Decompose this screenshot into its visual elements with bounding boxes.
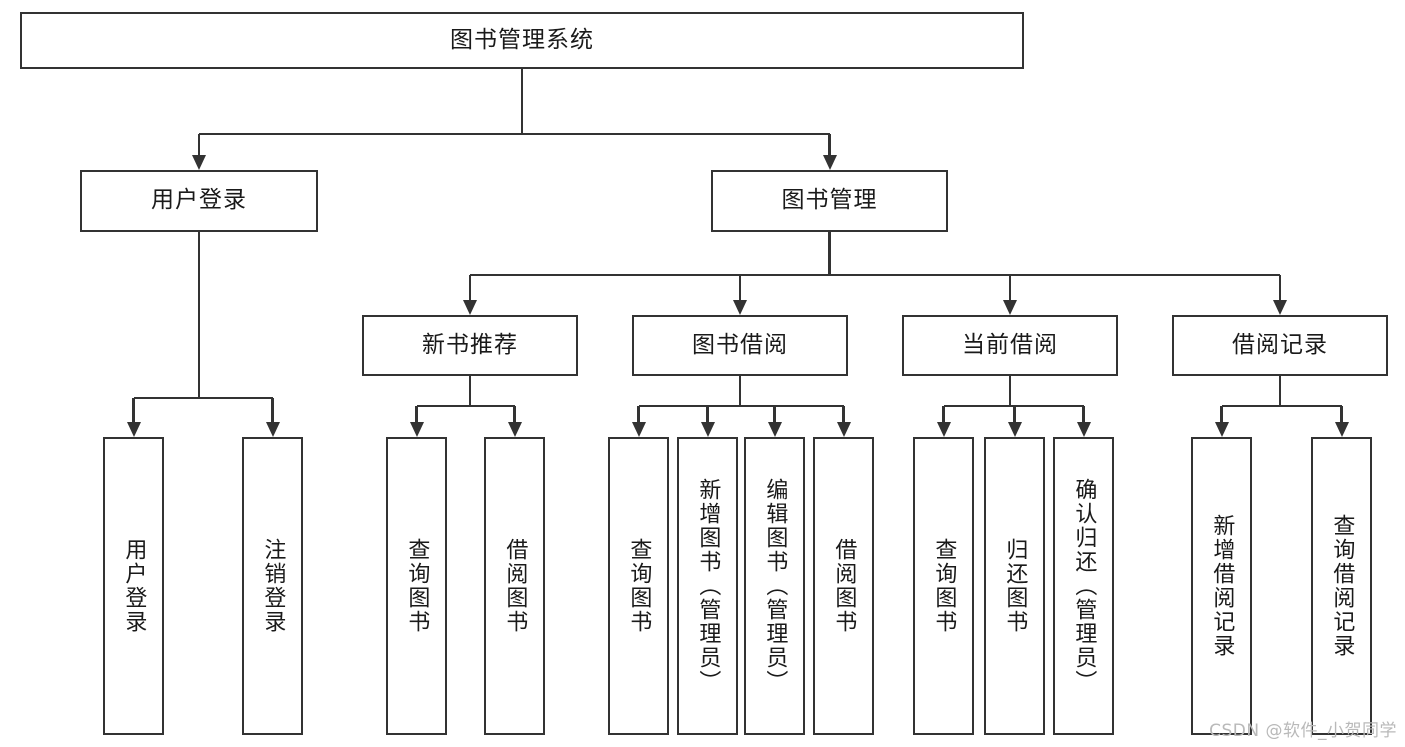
arrowhead-icon xyxy=(700,421,715,437)
branch-node-book-manage[interactable]: 图书管理 xyxy=(711,170,948,232)
connector-vertical xyxy=(1082,406,1085,423)
node-label: 查询图书 xyxy=(404,538,430,634)
leaf-node-leaf-bb-borrow-book[interactable]: 借阅图书 xyxy=(813,437,874,735)
leaf-node-leaf-br-query-record[interactable]: 查询借阅记录 xyxy=(1311,437,1372,735)
node-label: 图书管理系统 xyxy=(450,26,594,53)
connector-vertical xyxy=(1340,406,1343,423)
connector-vertical xyxy=(773,406,776,423)
connector-vertical xyxy=(1278,275,1282,301)
branch-node-user-login[interactable]: 用户登录 xyxy=(80,170,318,232)
arrowhead-icon xyxy=(265,421,280,437)
arrowhead-icon xyxy=(409,421,424,437)
connector-horizontal xyxy=(199,132,830,136)
connector-horizontal xyxy=(133,396,273,400)
node-label: 归还图书 xyxy=(1002,538,1028,634)
arrowhead-icon xyxy=(1214,421,1229,437)
leaf-node-leaf-rec-query-book[interactable]: 查询图书 xyxy=(386,437,447,735)
leaf-node-leaf-bb-add-book[interactable]: 新增图书（管理员） xyxy=(677,437,738,735)
node-label: 当前借阅 xyxy=(962,331,1058,358)
node-label: 查询图书 xyxy=(626,538,652,634)
connector-vertical xyxy=(468,376,472,406)
connector-vertical xyxy=(520,69,524,134)
connector-horizontal xyxy=(638,404,844,408)
connector-horizontal xyxy=(1221,404,1342,408)
leaf-node-leaf-user-logout[interactable]: 注销登录 xyxy=(242,437,303,735)
node-label: 编辑图书（管理员） xyxy=(762,478,788,694)
connector-vertical xyxy=(738,275,742,301)
node-label: 查询图书 xyxy=(931,538,957,634)
connector-vertical xyxy=(468,275,472,301)
leaf-node-leaf-user-login[interactable]: 用户登录 xyxy=(103,437,164,735)
branch-node-borrow-record[interactable]: 借阅记录 xyxy=(1172,315,1388,376)
connector-vertical xyxy=(942,406,945,423)
connector-vertical xyxy=(738,376,742,406)
root-node-root[interactable]: 图书管理系统 xyxy=(20,12,1024,69)
branch-node-book-borrow[interactable]: 图书借阅 xyxy=(632,315,848,376)
node-label: 用户登录 xyxy=(121,538,147,634)
node-label: 图书借阅 xyxy=(692,331,788,358)
leaf-node-leaf-rec-borrow-book[interactable]: 借阅图书 xyxy=(484,437,545,735)
node-label: 借阅图书 xyxy=(831,538,857,634)
connector-vertical xyxy=(1013,406,1016,423)
arrowhead-icon xyxy=(822,154,837,170)
connector-vertical xyxy=(637,406,640,423)
arrowhead-icon xyxy=(192,154,206,170)
connector-vertical xyxy=(1008,376,1012,406)
leaf-node-leaf-cb-query-book[interactable]: 查询图书 xyxy=(913,437,974,735)
arrowhead-icon xyxy=(631,421,646,437)
node-label: 新增图书（管理员） xyxy=(695,478,721,694)
node-label: 查询借阅记录 xyxy=(1329,514,1355,658)
arrowhead-icon xyxy=(1273,299,1287,315)
node-label: 借阅图书 xyxy=(502,538,528,634)
connector-vertical xyxy=(706,406,709,423)
leaf-node-leaf-cb-confirm-return[interactable]: 确认归还（管理员） xyxy=(1053,437,1114,735)
branch-node-current-borrow[interactable]: 当前借阅 xyxy=(902,315,1118,376)
leaf-node-leaf-cb-return-book[interactable]: 归还图书 xyxy=(984,437,1045,735)
connector-vertical xyxy=(828,232,831,275)
arrowhead-icon xyxy=(936,421,951,437)
arrowhead-icon xyxy=(126,421,141,437)
node-label: 注销登录 xyxy=(260,538,286,634)
connector-vertical xyxy=(197,134,201,156)
connector-vertical xyxy=(415,406,418,423)
leaf-node-leaf-bb-query-book[interactable]: 查询图书 xyxy=(608,437,669,735)
connector-vertical xyxy=(828,134,831,156)
node-label: 新增借阅记录 xyxy=(1209,514,1235,658)
arrowhead-icon xyxy=(1003,299,1017,315)
connector-horizontal xyxy=(470,273,1280,277)
connector-vertical xyxy=(197,232,201,398)
node-label: 新书推荐 xyxy=(422,331,518,358)
connector-vertical xyxy=(132,398,135,423)
arrowhead-icon xyxy=(1007,421,1022,437)
connector-horizontal xyxy=(416,404,515,408)
arrowhead-icon xyxy=(767,421,782,437)
watermark-label: CSDN @软件_小贺同学 xyxy=(1209,721,1397,741)
node-label: 图书管理 xyxy=(781,187,878,214)
node-label: 借阅记录 xyxy=(1232,331,1328,358)
leaf-node-leaf-br-add-record[interactable]: 新增借阅记录 xyxy=(1191,437,1252,735)
arrowhead-icon xyxy=(733,299,747,315)
leaf-node-leaf-bb-edit-book[interactable]: 编辑图书（管理员） xyxy=(744,437,805,735)
node-label: 用户登录 xyxy=(151,187,247,214)
arrowhead-icon xyxy=(463,299,477,315)
connector-vertical xyxy=(1278,376,1282,406)
arrowhead-icon xyxy=(1334,421,1349,437)
arrowhead-icon xyxy=(1076,421,1091,437)
branch-node-new-book-rec[interactable]: 新书推荐 xyxy=(362,315,578,376)
connector-vertical xyxy=(271,398,274,423)
connector-vertical xyxy=(842,406,845,423)
connector-vertical xyxy=(513,406,516,423)
connector-vertical xyxy=(1220,406,1223,423)
connector-vertical xyxy=(1008,275,1012,301)
arrowhead-icon xyxy=(836,421,851,437)
arrowhead-icon xyxy=(507,421,522,437)
node-label: 确认归还（管理员） xyxy=(1071,478,1097,694)
